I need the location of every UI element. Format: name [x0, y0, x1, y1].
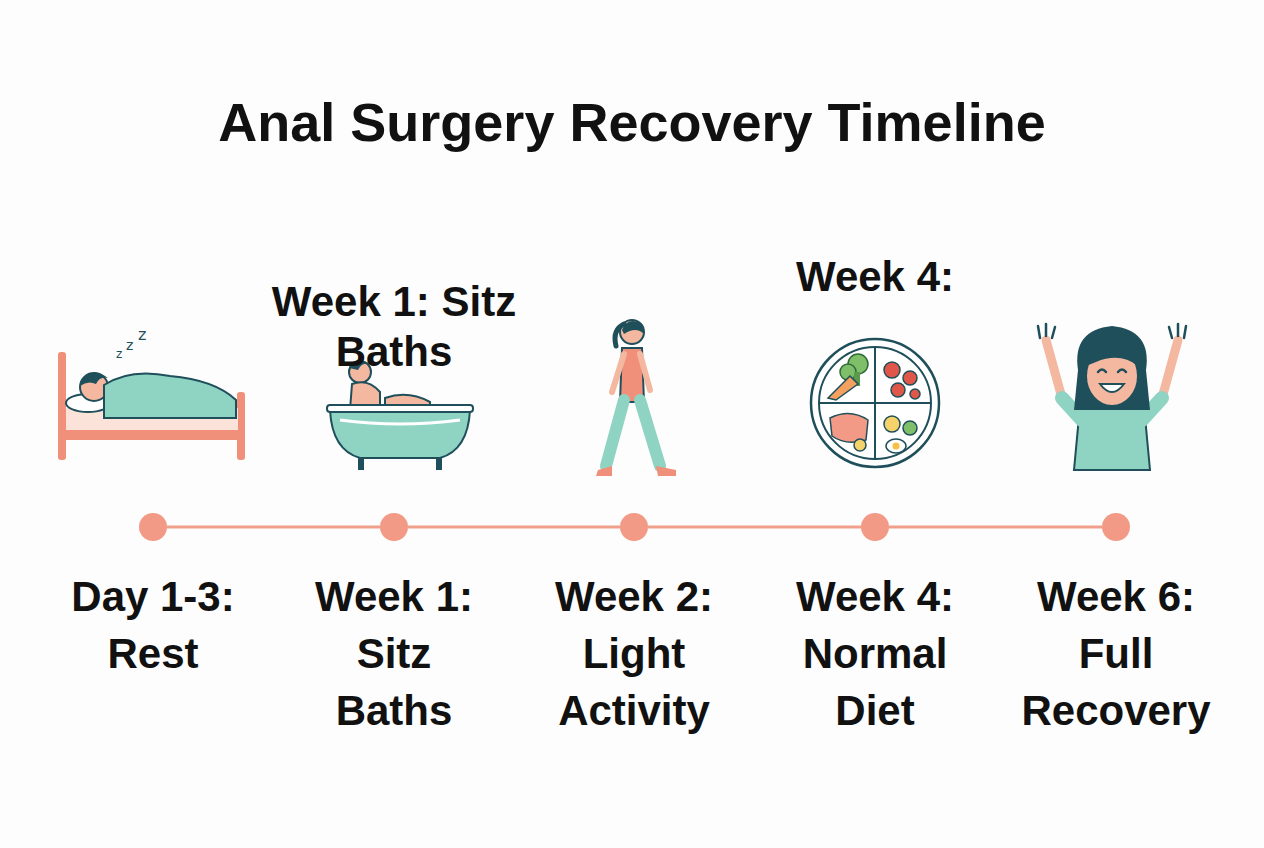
timeline-dot: Week 1: Sitz Baths — [380, 513, 408, 541]
milestone-label: Week 1: Sitz Baths — [304, 568, 484, 739]
bathtub-icon — [327, 361, 473, 470]
milestone-label: Day 1-3: Rest — [46, 568, 261, 682]
milestone-heading: Week 4: — [750, 252, 1000, 302]
timeline-connector — [408, 526, 620, 529]
bed-icon: z z z — [58, 325, 245, 460]
svg-text:z: z — [126, 337, 133, 353]
milestone-label: Week 6: Full Recovery — [1009, 568, 1224, 739]
timeline-connector — [167, 526, 380, 529]
svg-text:z: z — [138, 325, 146, 344]
food-plate-icon — [811, 339, 939, 467]
milestone-label: Week 4: Normal Diet — [768, 568, 983, 739]
svg-text:z: z — [116, 347, 122, 361]
timeline-dot: Week 6: Full Recovery — [1102, 513, 1130, 541]
timeline-connector — [889, 526, 1102, 529]
milestone-label: Week 2: Light Activity — [527, 568, 742, 739]
timeline-dot: Week 4: Normal Diet — [861, 513, 889, 541]
diagram-title: Anal Surgery Recovery Timeline — [0, 90, 1264, 155]
milestone-heading: Week 1: Sitz Baths — [269, 277, 519, 377]
walking-person-icon — [596, 320, 676, 476]
timeline-connector — [648, 526, 861, 529]
timeline-dot: Week 2: Light Activity — [620, 513, 648, 541]
timeline-dot: Day 1-3: Rest — [139, 513, 167, 541]
happy-person-icon — [1038, 324, 1186, 470]
